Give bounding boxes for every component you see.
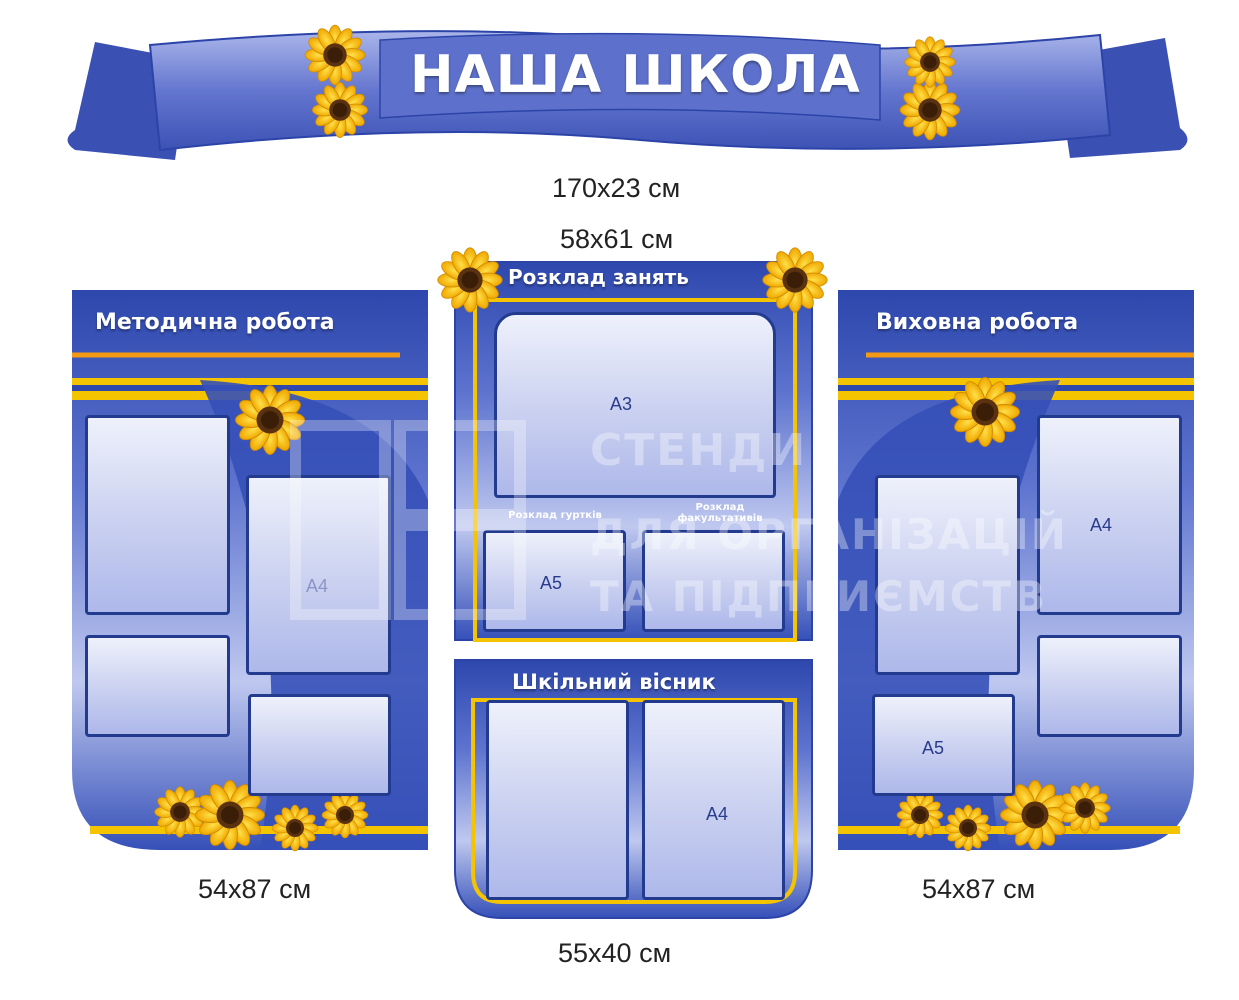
- bulletin-pocket-a4: [642, 700, 785, 900]
- right-pocket-a4: [1037, 415, 1182, 615]
- bulletin-pocket-1: [486, 700, 629, 900]
- right-panel-title: Виховна робота: [876, 310, 1079, 335]
- center-pocket-a3: [494, 312, 776, 498]
- left-pocket-a4: [246, 475, 391, 675]
- banner-title: НАША ШКОЛА: [410, 45, 861, 105]
- watermark-line-2: ДЛЯ ОРГАНІЗАЦІЙ: [590, 510, 1068, 559]
- watermark-line-1: СТЕНДИ: [590, 425, 808, 476]
- center-top-title: Розклад занять: [508, 265, 689, 289]
- left-pocket-a4-label: A4: [306, 576, 329, 596]
- left-pocket-1: [85, 415, 230, 615]
- right-pocket-a5: [872, 694, 1015, 796]
- watermark-logo-icon: [290, 420, 526, 620]
- banner-size-label: 170x23 см: [552, 173, 681, 203]
- center-top-size-label: 58x61 см: [560, 224, 674, 254]
- center-bottom-title: Шкільний вісник: [512, 670, 716, 694]
- left-pocket-3: [85, 635, 230, 737]
- right-pocket-a4-label: A4: [1090, 515, 1113, 535]
- right-pocket-2: [875, 475, 1020, 675]
- bulletin-pocket-a4-label: A4: [706, 804, 729, 824]
- right-panel-size-label: 54x87 см: [922, 874, 1036, 904]
- electives-schedule-label: Розклад факультативів: [677, 502, 763, 524]
- center-pocket-a5: [483, 530, 626, 632]
- watermark-line-3: ТА ПІДПРИЄМСТВ: [590, 572, 1048, 621]
- left-panel-size-label: 54x87 см: [198, 874, 312, 904]
- center-pocket-electives: [642, 530, 785, 632]
- right-pocket-3: [1037, 635, 1182, 737]
- center-pocket-a5-label: A5: [540, 573, 563, 593]
- left-pocket-4: [248, 694, 391, 796]
- banner-ribbon: [67, 24, 1188, 160]
- center-bottom-size-label: 55x40 см: [558, 938, 672, 968]
- right-pocket-a5-label: A5: [922, 738, 945, 758]
- circles-schedule-label: Розклад гуртків: [508, 510, 602, 521]
- left-panel-title: Методична робота: [95, 310, 335, 335]
- center-pocket-a3-label: A3: [610, 394, 633, 414]
